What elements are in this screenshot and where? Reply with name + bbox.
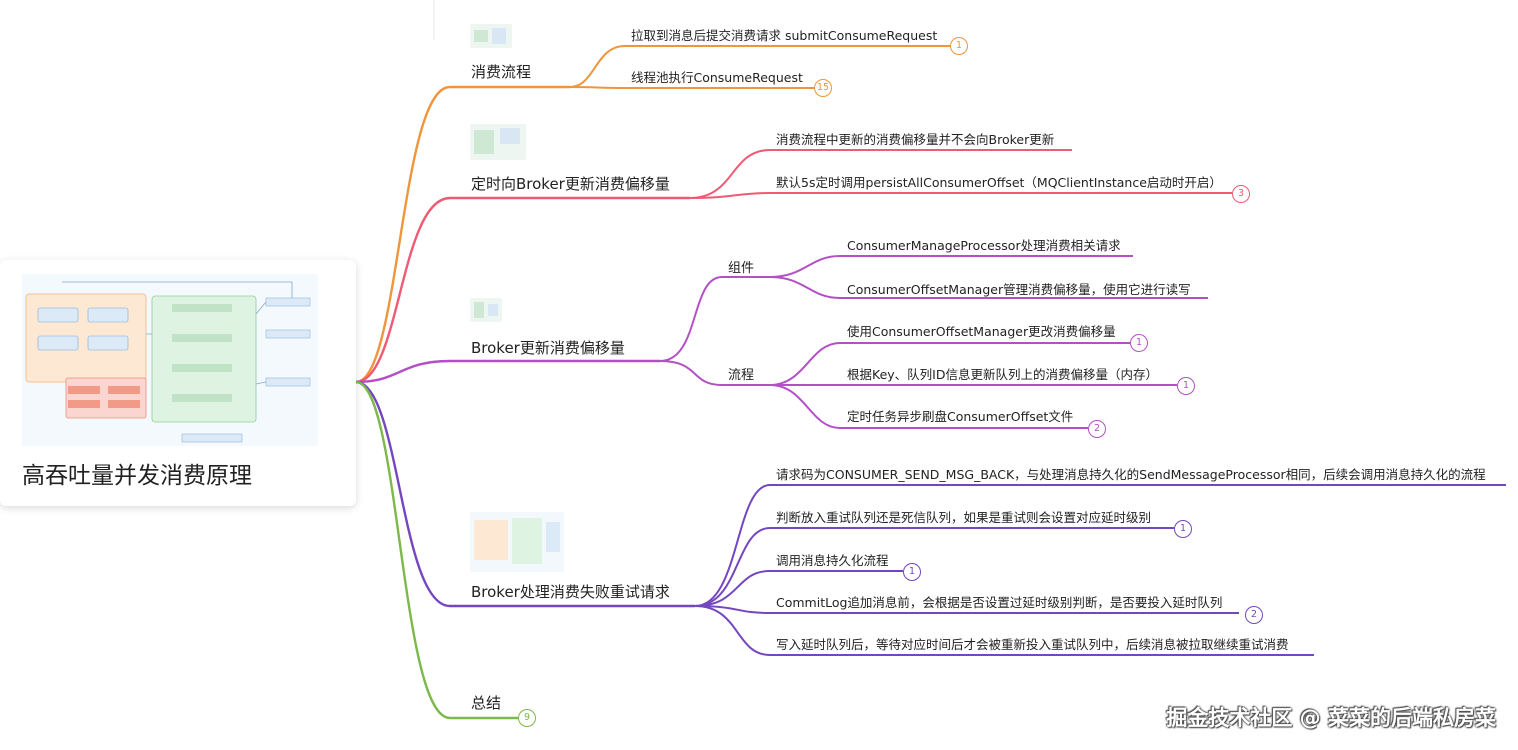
connector-root-timed-update <box>355 196 690 384</box>
leaf-retry-3[interactable]: 调用消息持久化流程 <box>776 553 889 568</box>
branch-thumbnail-consume-flow <box>470 24 512 48</box>
root-title: 高吞吐量并发消费原理 <box>22 463 252 489</box>
collapse-count-badge[interactable]: 1 <box>950 37 968 55</box>
collapse-count-badge[interactable]: 1 <box>903 563 921 581</box>
leaf-process-2[interactable]: 根据Key、队列ID信息更新队列上的消费偏移量（内存） <box>847 367 1158 382</box>
group-components[interactable]: 组件 <box>728 261 755 276</box>
leaf-consume-flow-1[interactable]: 拉取到消息后提交消费请求 submitConsumeRequest <box>631 28 938 43</box>
collapse-count-badge[interactable]: 3 <box>1232 185 1250 203</box>
leaf-timed-update-1[interactable]: 消费流程中更新的消费偏移量并不会向Broker更新 <box>776 132 1055 147</box>
branch-summary[interactable]: 总结 <box>471 694 502 712</box>
leaf-components-1[interactable]: ConsumerManageProcessor处理消费相关请求 <box>847 238 1121 253</box>
connector-consume-flow-item1 <box>569 45 950 88</box>
connector-root-broker-retry <box>355 380 695 608</box>
watermark: 掘金技术社区 @ 菜菜的后端私房菜 <box>1166 706 1496 730</box>
collapse-count-badge[interactable]: 15 <box>814 79 832 97</box>
collapse-count-badge[interactable]: 1 <box>1174 520 1192 538</box>
collapse-count-badge[interactable]: 1 <box>1130 334 1148 352</box>
collapse-count-badge[interactable]: 2 <box>1245 606 1263 624</box>
connector-retry-item4 <box>694 605 1239 614</box>
connector-group1-item2 <box>769 276 1208 299</box>
connector-broker-update-group2 <box>659 360 770 386</box>
connector-timed-update-item2 <box>689 192 1232 199</box>
branch-broker-retry[interactable]: Broker处理消费失败重试请求 <box>471 583 670 601</box>
collapse-count-badge[interactable]: 1 <box>1177 377 1195 395</box>
connector-retry-item2 <box>694 527 1174 607</box>
leaf-timed-update-2[interactable]: 默认5s定时调用persistAllConsumerOffset（MQClien… <box>776 175 1222 190</box>
connector-timed-update-item1 <box>689 149 1072 199</box>
canvas-divider <box>433 0 435 40</box>
connector-group1-item1 <box>769 255 1133 278</box>
group-process[interactable]: 流程 <box>728 368 755 383</box>
leaf-retry-5[interactable]: 写入延时队列后，等待对应时间后才会被重新投入重试队列中，后续消息被拉取继续重试消… <box>776 637 1289 652</box>
connector-consume-flow-item2 <box>569 86 814 89</box>
branch-timed-update[interactable]: 定时向Broker更新消费偏移量 <box>471 175 670 193</box>
leaf-components-2[interactable]: ConsumerOffsetManager管理消费偏移量，使用它进行读写 <box>847 282 1191 297</box>
connector-group2-item3 <box>769 384 1088 429</box>
root-thumbnail-image <box>22 274 318 446</box>
connector-retry-item3 <box>694 570 903 607</box>
collapse-count-badge[interactable]: 2 <box>1088 420 1106 438</box>
connector-root-consume-flow <box>355 85 570 384</box>
connector-retry-item1 <box>694 484 1506 607</box>
branch-consume-flow[interactable]: 消费流程 <box>471 63 532 81</box>
branch-thumbnail-broker-retry <box>470 512 564 572</box>
collapse-count-badge[interactable]: 9 <box>518 709 536 727</box>
leaf-retry-4[interactable]: CommitLog追加消息前，会根据是否设置过延时级别判断，是否要投入延时队列 <box>776 595 1223 610</box>
branch-thumbnail-broker-update <box>470 298 502 322</box>
connector-root-broker-update <box>355 359 660 384</box>
root-node[interactable]: 高吞吐量并发消费原理 <box>0 260 356 506</box>
connector-root-summary <box>355 380 518 720</box>
leaf-process-1[interactable]: 使用ConsumerOffsetManager更改消费偏移量 <box>847 324 1116 339</box>
leaf-retry-1[interactable]: 请求码为CONSUMER_SEND_MSG_BACK，与处理消息持久化的Send… <box>776 467 1486 482</box>
leaf-retry-2[interactable]: 判断放入重试队列还是死信队列，如果是重试则会设置对应延时级别 <box>776 510 1152 525</box>
branch-broker-update[interactable]: Broker更新消费偏移量 <box>471 339 625 357</box>
connector-retry-item5 <box>694 605 1314 656</box>
branch-thumbnail-timed-update <box>470 124 526 160</box>
connector-group2-item1 <box>769 342 1130 386</box>
connector-broker-update-group1 <box>659 276 770 362</box>
leaf-consume-flow-2[interactable]: 线程池执行ConsumeRequest <box>631 70 803 85</box>
leaf-process-3[interactable]: 定时任务异步刷盘ConsumerOffset文件 <box>847 409 1074 424</box>
